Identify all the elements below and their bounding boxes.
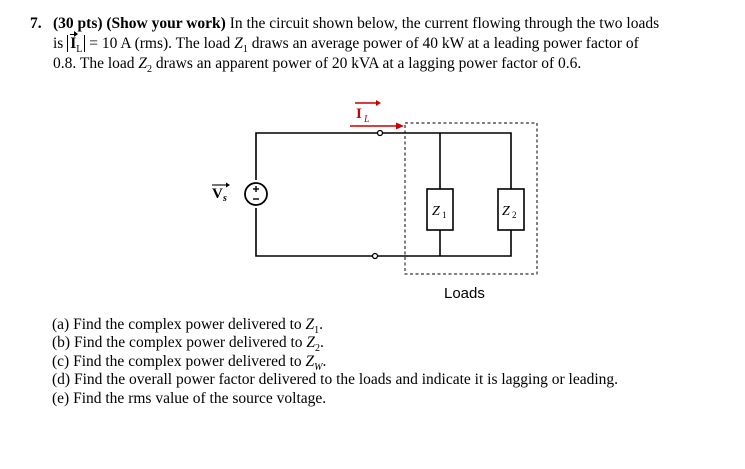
z2-subscript: 2 bbox=[147, 64, 153, 76]
terminal-top bbox=[376, 129, 384, 137]
load-z1-label: Z bbox=[432, 204, 440, 219]
z2-symbol: Z bbox=[138, 55, 148, 72]
z1-symbol: Z bbox=[234, 35, 243, 52]
z1-subscript: 1 bbox=[242, 44, 248, 56]
part-b-subscript: 2 bbox=[315, 343, 321, 355]
current-subscript: L bbox=[76, 44, 83, 56]
show-work-label: (Show your work) bbox=[106, 15, 226, 32]
source-label: V bbox=[212, 186, 223, 202]
wire-top-right bbox=[382, 132, 512, 189]
part-a-text: (a) Find the complex power delivered to bbox=[52, 316, 306, 333]
problem-line-2: is IL = 10 A (rms). The load Z1 draws an… bbox=[30, 34, 730, 56]
problem-line-1: 7. (30 pts) (Show your work) In the circu… bbox=[30, 14, 730, 34]
part-c-suffix: . bbox=[322, 352, 327, 370]
part-e-text: (e) Find the rms value of the source vol… bbox=[52, 389, 327, 407]
part-b-symbol: Z bbox=[306, 334, 316, 352]
part-e: (e) Find the rms value of the source vol… bbox=[52, 390, 732, 408]
problem-text-2: = 10 A (rms). The load bbox=[85, 35, 235, 52]
part-a: (a) Find the complex power delivered to … bbox=[52, 316, 732, 337]
part-d: (d) Find the overall power factor delive… bbox=[52, 371, 732, 389]
wire-bottom-left bbox=[255, 208, 373, 257]
part-d-text: (d) Find the overall power factor delive… bbox=[52, 371, 619, 389]
source-label-subscript: s bbox=[222, 193, 227, 204]
part-c: (c) Find the complex power delivered to … bbox=[52, 352, 732, 373]
load-z1-subscript: 1 bbox=[442, 210, 447, 220]
problem-line-3: 0.8. The load Z2 draws an apparent power… bbox=[30, 54, 730, 76]
part-c-subscript: W bbox=[314, 361, 323, 373]
points-label: (30 pts) bbox=[53, 15, 103, 32]
problem-text-5: draws an apparent power of 20 kVA at a l… bbox=[152, 55, 582, 72]
part-b-text: (b) Find the complex power delivered to bbox=[52, 334, 307, 352]
terminal-bottom bbox=[371, 252, 379, 260]
part-b-suffix: . bbox=[320, 334, 324, 352]
part-c-symbol: Z bbox=[305, 352, 315, 370]
load-z2-subscript: 2 bbox=[512, 210, 517, 220]
source-vector-arrowhead bbox=[226, 182, 230, 188]
problem-text-3: draws an average power of 40 kW at a lea… bbox=[247, 35, 639, 52]
wire-bottom-right bbox=[377, 230, 512, 257]
problem-text-is: is bbox=[53, 35, 68, 52]
current-label: I bbox=[356, 106, 362, 122]
load-z2-label: Z bbox=[502, 204, 510, 219]
part-a-symbol: Z bbox=[305, 316, 315, 333]
current-magnitude: IL bbox=[67, 35, 86, 56]
problem-number: 7. bbox=[30, 15, 42, 32]
current-vector-symbol: I bbox=[70, 35, 77, 52]
load-z2-box bbox=[497, 188, 525, 231]
part-c-text: (c) Find the complex power delivered to bbox=[52, 352, 306, 370]
part-b: (b) Find the complex power delivered to … bbox=[52, 334, 732, 355]
loads-boundary bbox=[404, 122, 538, 275]
problem-statement: 7. (30 pts) (Show your work) In the circu… bbox=[30, 14, 730, 76]
voltage-source-icon bbox=[244, 182, 268, 206]
current-vector-arrowhead bbox=[376, 100, 381, 106]
current-label-subscript: L bbox=[363, 114, 370, 125]
part-a-subscript: 1 bbox=[314, 325, 320, 337]
loads-label: Loads bbox=[444, 285, 485, 302]
current-arrowhead bbox=[396, 122, 404, 130]
problem-text-1: In the circuit shown below, the current … bbox=[225, 15, 660, 32]
load-z1-box bbox=[426, 188, 454, 231]
part-a-suffix: . bbox=[319, 316, 324, 333]
wire-top-left bbox=[255, 132, 378, 180]
problem-text-4: 0.8. The load bbox=[53, 55, 139, 72]
question-parts: (a) Find the complex power delivered to … bbox=[52, 316, 732, 408]
